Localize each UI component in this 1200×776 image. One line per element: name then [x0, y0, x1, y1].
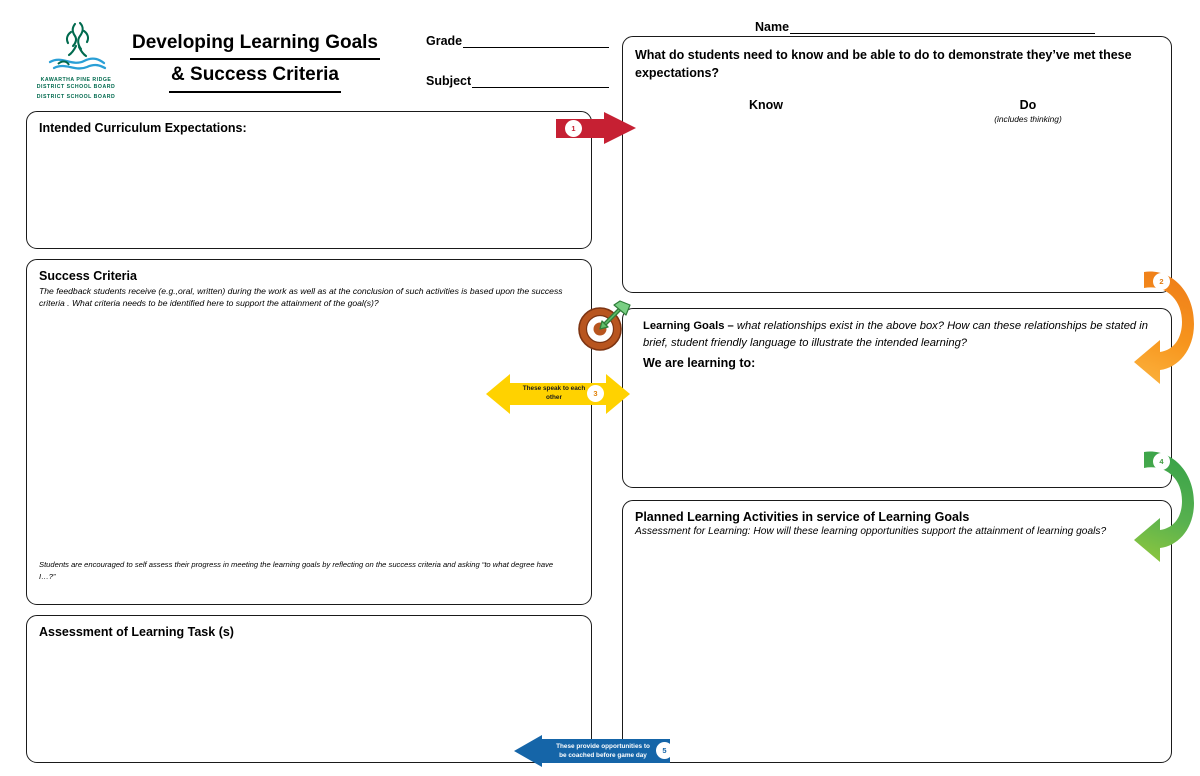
planned-learning-activities-box[interactable]: Planned Learning Activities in service o…	[622, 500, 1172, 763]
arrow-2-orange: 2	[1134, 266, 1198, 390]
know-column-head: Know	[748, 98, 784, 113]
subject-field[interactable]: Subject	[426, 74, 609, 88]
grade-label: Grade	[426, 34, 463, 48]
do-column-note: (includes thinking)	[994, 114, 1062, 125]
arrow-4-shape	[1134, 451, 1194, 562]
logo-text-district-1: DISTRICT SCHOOL BOARD	[36, 83, 116, 90]
arrow-3-yellow: These speak to each other 3	[486, 374, 630, 414]
logo-line-2: DISTRICT SCHOOL BOARD	[28, 94, 124, 101]
arrow-5-body	[540, 739, 670, 763]
success-criteria-title: Success Criteria	[39, 269, 137, 283]
know-do-prompt: What do students need to know and be abl…	[635, 48, 1132, 81]
arrow-4-number: 4	[1153, 453, 1170, 470]
name-label: Name	[755, 20, 790, 34]
board-logo: KAWARTHA PINE RIDGE DISTRICT SCHOOL BOAR…	[28, 20, 124, 106]
know-and-do-box[interactable]: What do students need to know and be abl…	[622, 36, 1172, 293]
target-with-arrow-icon	[578, 300, 631, 351]
success-criteria-footnote: Students are encouraged to self assess t…	[39, 560, 554, 581]
arrow-2-shape	[1134, 271, 1194, 384]
arrow-5-number: 5	[656, 742, 673, 759]
arrow-3-head-right	[606, 374, 630, 414]
intended-curriculum-expectations-box[interactable]: Intended Curriculum Expectations:	[26, 111, 592, 249]
arrow-5-label: These provide opportunities to be coache…	[556, 743, 650, 759]
page-title-line1: Developing Learning Goals	[130, 28, 380, 61]
learning-goals-title: Learning Goals –	[643, 320, 734, 332]
success-criteria-subtitle: The feedback students receive (e.g.,oral…	[39, 286, 563, 309]
arrow-1-head	[604, 112, 636, 144]
arrow-3-body	[508, 383, 608, 405]
arrow-3-label: These speak to each other	[522, 385, 586, 401]
subject-label: Subject	[426, 74, 472, 88]
grade-field[interactable]: Grade	[426, 34, 609, 48]
arrow-3-head-left	[486, 374, 510, 414]
learning-goals-subtitle: what relationships exist in the above bo…	[643, 320, 1148, 349]
logo-text-district-2: DISTRICT SCHOOL BOARD	[36, 94, 116, 100]
arrow-3-number: 3	[587, 385, 604, 402]
know-column[interactable]: Know	[635, 98, 897, 124]
arrow-1-number: 1	[565, 120, 582, 137]
planned-activities-title: Planned Learning Activities in service o…	[635, 510, 970, 524]
page-title-line2: & Success Criteria	[169, 60, 341, 93]
grade-input-rule[interactable]	[463, 36, 609, 48]
logo-line-1: KAWARTHA PINE RIDGE DISTRICT SCHOOL BOAR…	[28, 77, 124, 90]
arrow-4-green: 4	[1134, 446, 1198, 568]
name-input-rule[interactable]	[790, 22, 1095, 34]
learning-goals-stem: We are learning to:	[643, 355, 756, 370]
learning-goals-lead: Learning Goals – what relationships exis…	[643, 318, 1159, 352]
do-column-head: Do	[1019, 98, 1037, 113]
logo-mark-icon	[48, 21, 107, 70]
planned-activities-subtitle: Assessment for Learning: How will these …	[635, 526, 1107, 537]
page-title: Developing Learning Goals & Success Crit…	[110, 28, 400, 93]
assessment-of-learning-task-box[interactable]: Assessment of Learning Task (s)	[26, 615, 592, 763]
assessment-title: Assessment of Learning Task (s)	[39, 625, 234, 639]
curriculum-title: Intended Curriculum Expectations:	[39, 121, 247, 135]
name-field[interactable]: Name	[755, 20, 1095, 34]
arrow-5-blue: These provide opportunities to be coache…	[514, 735, 673, 767]
do-column[interactable]: Do (includes thinking)	[897, 98, 1159, 124]
logo-text-kawartha: KAWARTHA PINE RIDGE	[40, 77, 112, 83]
arrow-2-number: 2	[1153, 273, 1170, 290]
learning-goals-box[interactable]: Learning Goals – what relationships exis…	[622, 308, 1172, 488]
subject-input-rule[interactable]	[472, 76, 609, 88]
success-criteria-box[interactable]: Success Criteria The feedback students r…	[26, 259, 592, 605]
arrow-5-head	[514, 735, 542, 767]
arrow-1-red: 1	[556, 112, 636, 145]
